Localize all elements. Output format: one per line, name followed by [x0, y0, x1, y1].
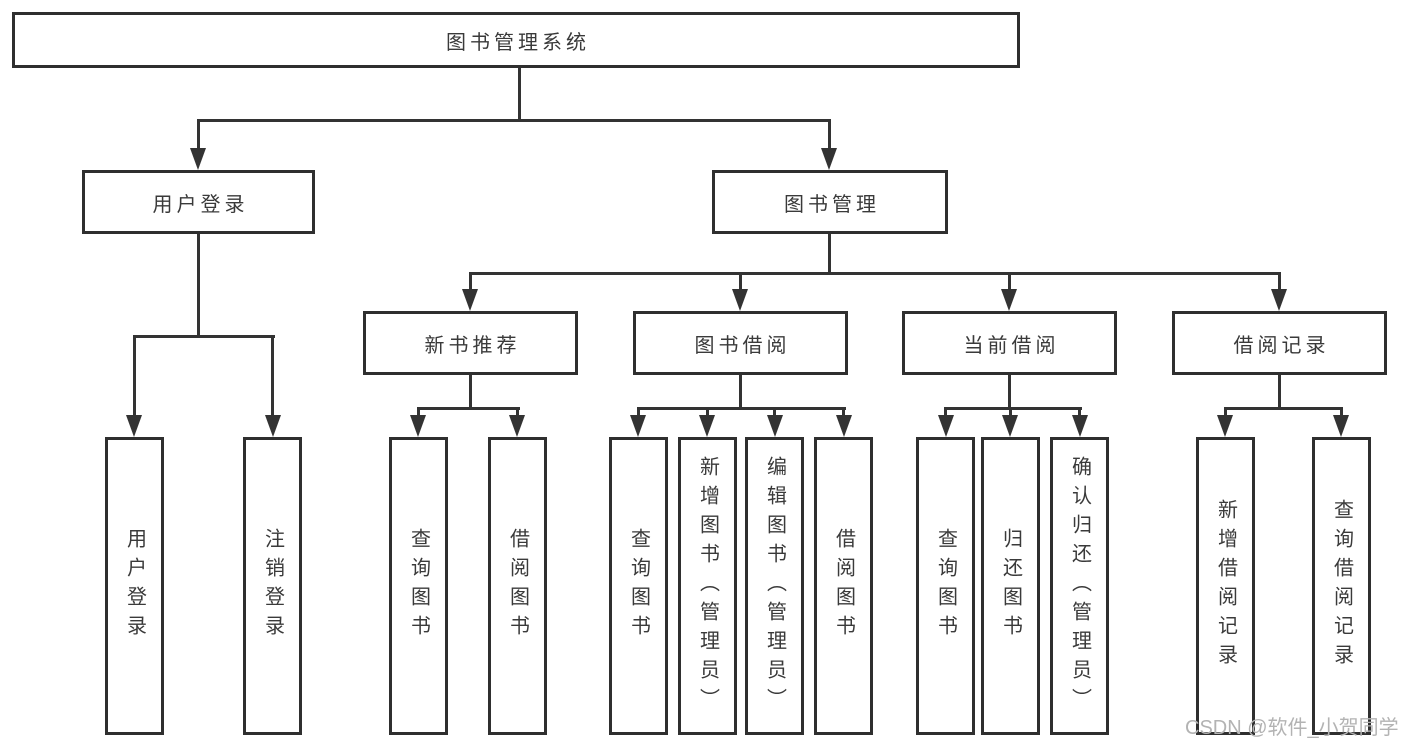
connector-line	[637, 407, 640, 419]
watermark-text: CSDN @软件_小贺同学	[1185, 717, 1399, 739]
arrow-down	[509, 415, 525, 437]
arrow-down	[1333, 415, 1349, 437]
connector-line	[518, 68, 521, 119]
connector-line	[1224, 407, 1343, 410]
connector-line	[516, 407, 519, 419]
connector-line	[1340, 407, 1343, 419]
connector-line	[1008, 272, 1011, 291]
arrow-down	[836, 415, 852, 437]
connector-line	[739, 375, 742, 407]
leaf-search-book: 查询图书	[609, 437, 668, 735]
connector-line	[197, 119, 200, 151]
connector-line	[1008, 375, 1011, 407]
arrow-down	[630, 415, 646, 437]
leaf-confirm-return-admin: 确认归还（管理员）	[1050, 437, 1109, 735]
arrow-down	[190, 148, 206, 170]
leaf-add-borrow-record: 新增借阅记录	[1196, 437, 1255, 735]
connector-line	[469, 272, 1281, 275]
node-user-login: 用户登录	[82, 170, 315, 234]
node-book-management: 图书管理	[712, 170, 948, 234]
connector-line	[739, 272, 742, 291]
connector-line	[1278, 272, 1281, 291]
connector-line	[417, 407, 520, 410]
connector-line	[944, 407, 1082, 410]
connector-line	[133, 335, 275, 338]
leaf-borrow-book: 借阅图书	[814, 437, 873, 735]
connector-line	[197, 234, 200, 335]
connector-line	[271, 335, 274, 417]
leaf-user-login: 用户登录	[105, 437, 164, 735]
arrow-down	[1002, 415, 1018, 437]
arrow-down	[732, 289, 748, 311]
connector-line	[842, 407, 845, 419]
arrow-down	[126, 415, 142, 437]
arrow-down	[1271, 289, 1287, 311]
node-current-borrow: 当前借阅	[902, 311, 1117, 375]
leaf-edit-book-admin: 编辑图书（管理员）	[745, 437, 804, 735]
arrow-down	[767, 415, 783, 437]
leaf-search-current-borrow: 查询图书	[916, 437, 975, 735]
connector-line	[706, 407, 709, 419]
connector-line	[1078, 407, 1081, 419]
leaf-search-borrow-record: 查询借阅记录	[1312, 437, 1371, 735]
connector-line	[1224, 407, 1227, 419]
connector-line	[469, 375, 472, 407]
arrow-down	[1072, 415, 1088, 437]
connector-line	[197, 119, 831, 122]
arrow-down	[462, 289, 478, 311]
node-new-book-recommend: 新书推荐	[363, 311, 578, 375]
leaf-logout: 注销登录	[243, 437, 302, 735]
arrow-down	[265, 415, 281, 437]
connector-line	[417, 407, 420, 419]
arrow-down	[1001, 289, 1017, 311]
connector-line	[133, 335, 136, 417]
arrow-down	[410, 415, 426, 437]
connector-line	[828, 119, 831, 151]
leaf-borrow-book-recommend: 借阅图书	[488, 437, 547, 735]
leaf-add-book-admin: 新增图书（管理员）	[678, 437, 737, 735]
arrow-down	[821, 148, 837, 170]
connector-line	[828, 234, 831, 272]
arrow-down	[1217, 415, 1233, 437]
connector-line	[773, 407, 776, 419]
connector-line	[1009, 407, 1012, 419]
arrow-down	[699, 415, 715, 437]
leaf-return-book: 归还图书	[981, 437, 1040, 735]
connector-line	[944, 407, 947, 419]
node-book-borrow: 图书借阅	[633, 311, 848, 375]
node-borrow-records: 借阅记录	[1172, 311, 1387, 375]
node-library-system: 图书管理系统	[12, 12, 1020, 68]
connector-line	[637, 407, 846, 410]
leaf-search-book-recommend: 查询图书	[389, 437, 448, 735]
connector-line	[1278, 375, 1281, 407]
connector-line	[469, 272, 472, 291]
arrow-down	[938, 415, 954, 437]
